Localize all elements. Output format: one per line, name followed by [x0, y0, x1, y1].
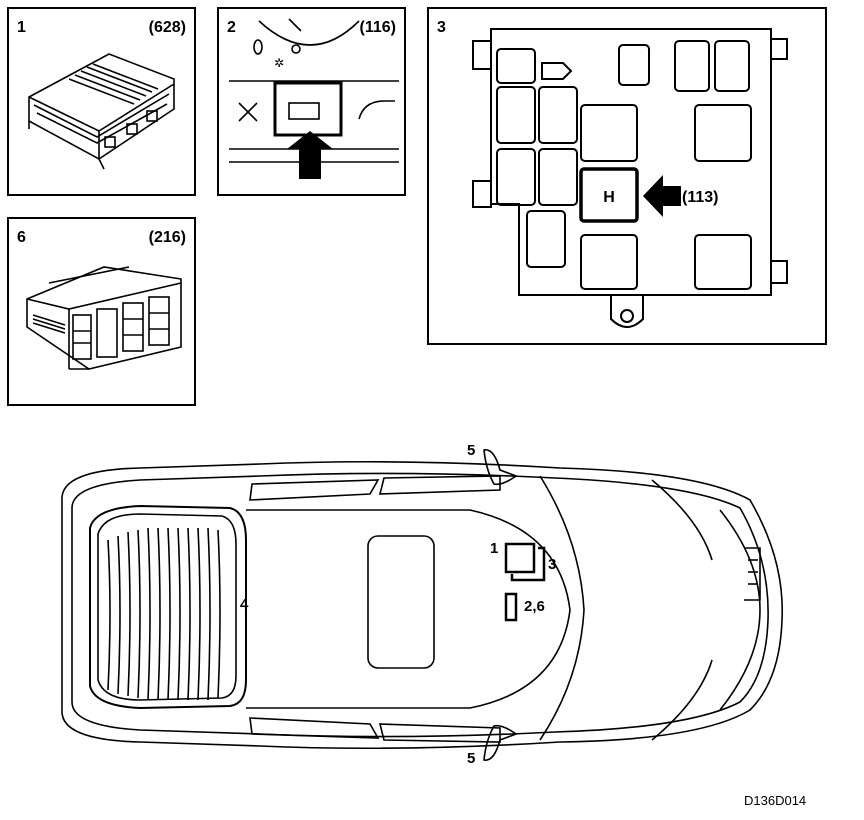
- fuse-box-illustration: H (113): [472, 28, 788, 328]
- panel-1-reference: (628): [148, 19, 186, 36]
- rear-window-label: 4: [240, 596, 249, 613]
- panel-6-reference: (216): [148, 229, 186, 246]
- panel-3-reference: (113): [682, 189, 718, 206]
- heater-control-illustration: ✲: [229, 18, 399, 179]
- panel-3: 3 H (113): [427, 7, 827, 345]
- module-label-2-6: 2,6: [524, 598, 545, 615]
- svg-text:✲: ✲: [274, 56, 284, 70]
- panel-2-number: 2: [227, 19, 236, 36]
- panel-6: 6 (216): [7, 217, 196, 406]
- panel-2-reference: (116): [359, 19, 396, 36]
- panel-6-number: 6: [17, 229, 26, 246]
- module-label-3: 3: [548, 556, 557, 573]
- module-label-1: 1: [490, 540, 499, 557]
- panel-2: 2 (116) ✲: [217, 7, 406, 196]
- mirror-label-top: 5: [467, 442, 476, 459]
- panel-1: 1 (628): [7, 7, 196, 196]
- mirror-label-bottom: 5: [467, 750, 476, 767]
- control-unit-box-illustration: [28, 53, 175, 170]
- figure-code: D136D014: [744, 793, 807, 808]
- panel-1-number: 1: [17, 19, 26, 36]
- fuse-h-label: H: [603, 189, 615, 206]
- climate-panel-illustration: [26, 266, 182, 370]
- panel-3-number: 3: [437, 19, 446, 36]
